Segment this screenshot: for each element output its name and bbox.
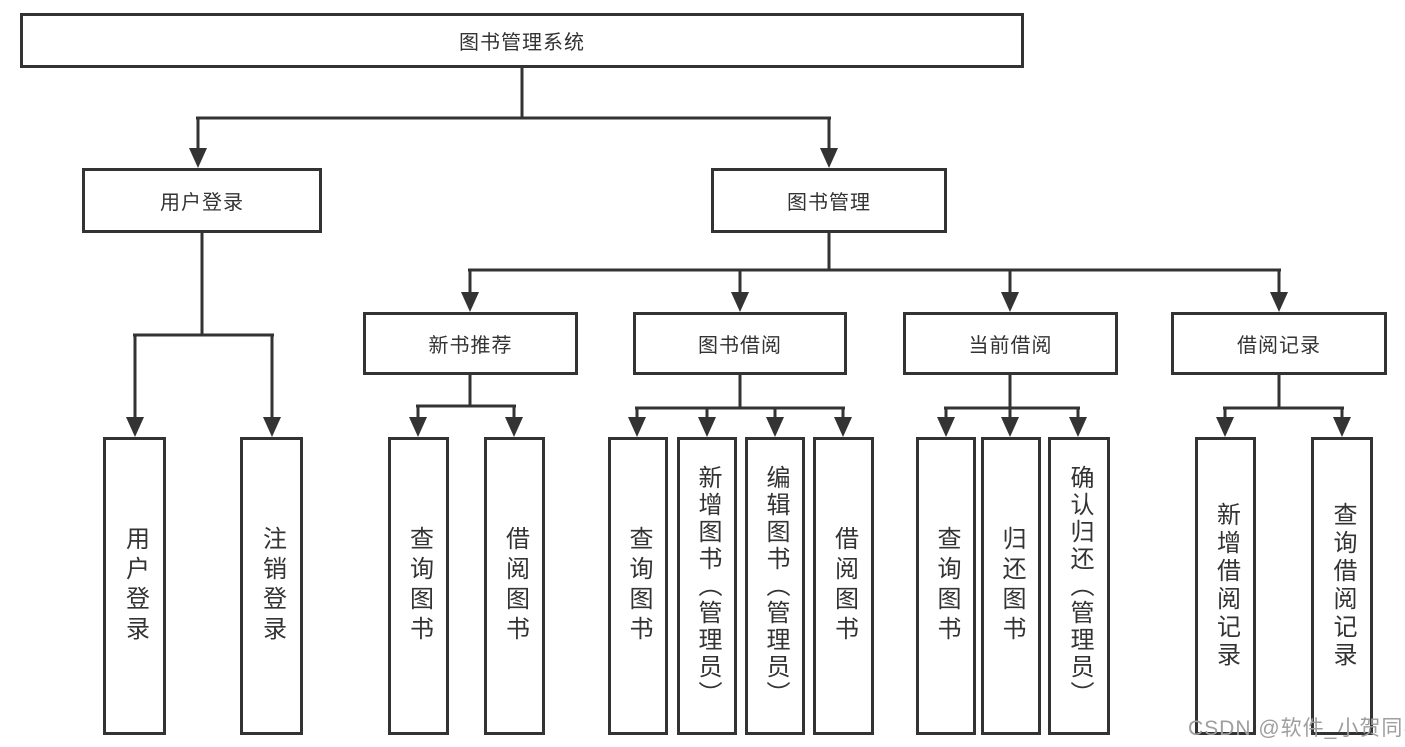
node-label: 图书借阅	[698, 335, 782, 357]
leaf-user-login: 用户登录	[103, 437, 166, 735]
leaf-label: 确认归还（管理员）	[1066, 464, 1093, 708]
leaf-label: 查询图书	[933, 526, 960, 646]
leaf-add-books-admin: 新增图书（管理员）	[677, 437, 737, 735]
node-label: 新书推荐	[428, 335, 513, 357]
leaf-label: 编辑图书（管理员）	[762, 464, 789, 708]
leaf-label: 用户登录	[121, 526, 149, 646]
leaf-query-borrow-record: 查询借阅记录	[1311, 437, 1373, 735]
leaf-label: 注销登录	[258, 526, 286, 646]
leaf-logout: 注销登录	[240, 437, 303, 735]
node-label: 借阅记录	[1237, 335, 1321, 357]
leaf-add-borrow-record: 新增借阅记录	[1195, 437, 1256, 735]
csdn-watermark: CSDN @软件_小贺同学	[1188, 717, 1405, 740]
leaf-label: 借阅图书	[501, 526, 529, 646]
leaf-query-books-1: 查询图书	[388, 437, 449, 735]
leaf-label: 查询图书	[625, 526, 652, 646]
leaf-label: 查询图书	[405, 526, 433, 646]
leaf-confirm-return-admin: 确认归还（管理员）	[1048, 437, 1110, 735]
node-label: 当前借阅	[968, 335, 1053, 357]
leaf-label: 借阅图书	[830, 526, 858, 646]
leaf-label: 查询借阅记录	[1329, 502, 1356, 670]
leaf-label: 归还图书	[998, 526, 1025, 646]
node-book-management: 图书管理	[711, 168, 947, 233]
node-current-borrow: 当前借阅	[903, 312, 1118, 375]
node-user-login: 用户登录	[82, 168, 322, 233]
node-label: 用户登录	[160, 192, 244, 214]
leaf-borrow-books-1: 借阅图书	[484, 437, 545, 735]
leaf-borrow-books-2: 借阅图书	[813, 437, 874, 735]
node-label: 图书管理系统	[459, 32, 585, 54]
node-book-borrow: 图书借阅	[633, 312, 847, 375]
node-label: 图书管理	[787, 192, 871, 214]
node-new-book-recommend: 新书推荐	[363, 312, 578, 375]
leaf-return-books: 归还图书	[981, 437, 1041, 735]
leaf-label: 新增借阅记录	[1212, 502, 1240, 670]
node-library-management-system: 图书管理系统	[20, 13, 1024, 68]
leaf-edit-books-admin: 编辑图书（管理员）	[745, 437, 805, 735]
leaf-query-books-3: 查询图书	[916, 437, 976, 735]
leaf-label: 新增图书（管理员）	[694, 464, 721, 708]
leaf-query-books-2: 查询图书	[608, 437, 668, 735]
node-borrow-records: 借阅记录	[1171, 312, 1387, 375]
